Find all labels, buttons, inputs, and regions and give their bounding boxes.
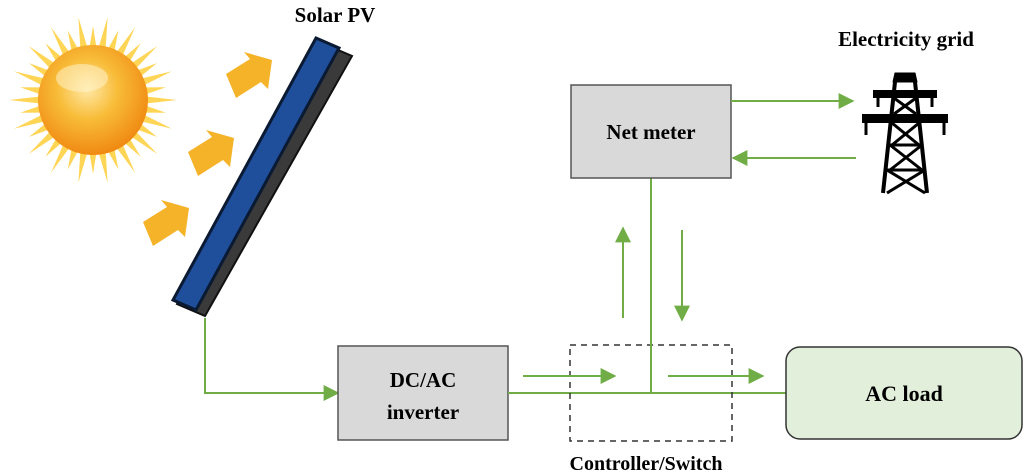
net-meter-label: Net meter: [606, 120, 695, 144]
sun-ray: [20, 87, 43, 95]
sunlight-arrow-icon: [226, 52, 272, 98]
sun-ray: [67, 30, 79, 53]
inverter-label-line1: DC/AC: [390, 368, 457, 392]
sun-ray: [14, 71, 46, 86]
sun-ray: [107, 147, 119, 170]
sun-ray: [14, 114, 46, 129]
sun-ray: [143, 87, 166, 95]
sun-ray: [78, 150, 88, 183]
sun-ray: [115, 143, 135, 173]
sun-ray: [136, 63, 158, 78]
sun-ray: [51, 143, 71, 173]
ac-load-box: AC load: [785, 346, 1023, 440]
sun-ray: [28, 46, 56, 70]
sun-ray: [140, 71, 172, 86]
inverter-box: DC/AC inverter: [337, 345, 509, 441]
sun-ray: [28, 63, 50, 78]
pv-to-inverter-line: [204, 318, 340, 401]
sun-ray: [51, 27, 71, 57]
sun-ray: [136, 122, 158, 137]
sun-ray: [107, 30, 119, 53]
sun-ray: [89, 26, 97, 49]
sun-ray: [28, 130, 56, 154]
ac-load-label: AC load: [865, 381, 943, 406]
electricity-grid-label: Electricity grid: [838, 27, 974, 51]
sun-ray: [115, 27, 135, 57]
sun-icon: [9, 17, 177, 183]
transmission-tower-icon: [862, 72, 948, 195]
solar-pv-label: Solar PV: [295, 3, 376, 27]
sun-ray: [130, 130, 158, 154]
sunlight-arrows: [143, 52, 272, 246]
solar-panel-icon: [170, 36, 354, 318]
sun-ray: [20, 105, 43, 113]
sun-ray: [9, 96, 42, 104]
sun-ray: [98, 150, 108, 183]
sun-ray: [67, 147, 79, 170]
net-meter-box: Net meter: [570, 84, 732, 179]
sun-ray: [130, 46, 158, 70]
sunlight-arrow-icon: [143, 200, 189, 246]
sun-ray: [143, 105, 166, 113]
sun-ray: [28, 122, 50, 137]
sun-ray: [144, 96, 177, 104]
controller-switch-label: Controller/Switch: [570, 453, 723, 475]
sunlight-arrow-icon: [188, 130, 234, 176]
inverter-label-line2: inverter: [387, 400, 459, 424]
sun-ray: [78, 17, 88, 50]
sun-ray: [98, 17, 108, 50]
sun-ray: [89, 151, 97, 174]
sun-ray: [140, 114, 172, 129]
